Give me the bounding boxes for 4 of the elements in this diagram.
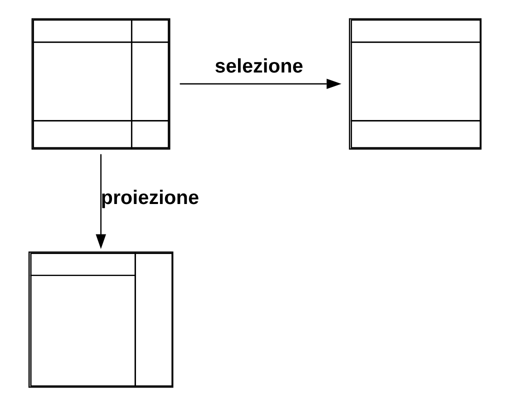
edge-label: proiezione: [100, 186, 200, 208]
edge-label: selezione: [214, 55, 304, 78]
arrow: [96, 154, 106, 248]
arrow: [180, 78, 342, 89]
